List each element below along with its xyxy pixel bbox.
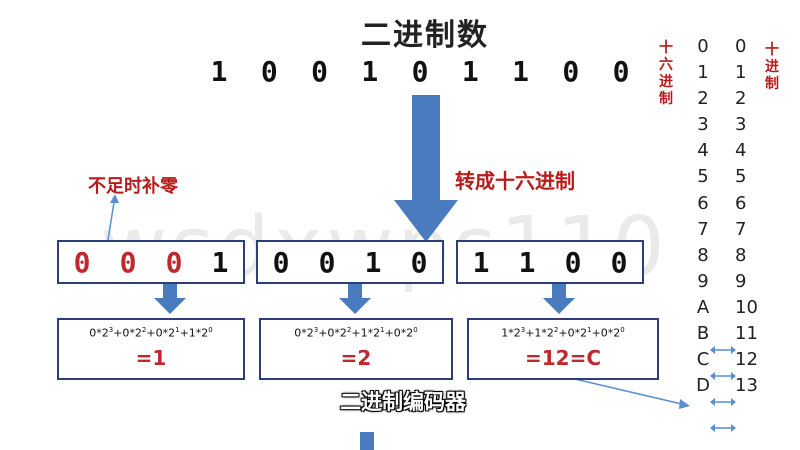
result-box-2: 0*23+0*22+1*21+0*20 =2 bbox=[259, 318, 453, 380]
hex-value: D bbox=[696, 375, 710, 397]
binary-digit: 0 bbox=[311, 55, 328, 88]
binary-digit: 0 bbox=[562, 55, 580, 88]
decimal-value: 3 bbox=[735, 114, 747, 136]
binary-digit: 1 bbox=[210, 55, 228, 88]
nibble-group-3: 1 1 0 0 bbox=[456, 240, 644, 284]
binary-digit: 1 bbox=[512, 55, 529, 88]
group-digit: 0 bbox=[410, 245, 428, 279]
group-digit: 0 bbox=[318, 245, 336, 279]
convert-hex-note: 转成十六进制 bbox=[455, 169, 575, 193]
group-digit: 0 bbox=[564, 245, 582, 279]
decimal-value: 6 bbox=[735, 192, 747, 214]
decimal-value: 0 bbox=[735, 36, 747, 57]
hex-result: =1 bbox=[135, 345, 167, 370]
hex-value: 2 bbox=[697, 88, 709, 110]
double-arrow-icon bbox=[710, 372, 736, 380]
double-arrow-icon bbox=[710, 424, 736, 432]
binary-digit: 0 bbox=[612, 55, 630, 88]
decimal-value: 8 bbox=[735, 244, 747, 266]
double-arrow-icon bbox=[710, 346, 736, 354]
hex-value: 0 bbox=[697, 36, 709, 57]
pad-note-pointer bbox=[106, 195, 116, 247]
binary-digit: 0 bbox=[411, 55, 429, 88]
decimal-value: 13 bbox=[735, 375, 758, 397]
decimal-vertical-label: 十进制 bbox=[765, 42, 779, 92]
group-digit: 0 bbox=[272, 245, 290, 279]
hex-value: B bbox=[696, 323, 710, 345]
decimal-value: 9 bbox=[735, 270, 747, 292]
decimal-column: 0 1 2 3 4 5 6 7 8 9 10 11 12 13 bbox=[735, 34, 765, 399]
hex-value: A bbox=[696, 296, 710, 318]
nibble-group-2: 0 0 1 0 bbox=[256, 240, 444, 284]
result-pointer-head bbox=[679, 399, 690, 409]
decimal-value: 12 bbox=[735, 349, 758, 371]
group-digit: 0 bbox=[610, 245, 628, 279]
group1-down-arrow bbox=[154, 284, 186, 314]
nibble-group-1: 0 0 0 1 bbox=[57, 240, 245, 284]
group-digit: 0 bbox=[165, 245, 183, 279]
group-digit: 1 bbox=[211, 245, 229, 279]
group3-down-arrow bbox=[543, 284, 575, 314]
hex-value: 9 bbox=[697, 270, 709, 292]
decimal-value: 2 bbox=[735, 88, 747, 110]
hex-value: 1 bbox=[697, 62, 709, 84]
big-down-arrow bbox=[394, 95, 458, 242]
binary-digit: 1 bbox=[361, 55, 379, 88]
hex-result: =2 bbox=[340, 345, 372, 370]
binary-digit: 0 bbox=[260, 55, 278, 88]
hex-value: 4 bbox=[697, 140, 709, 162]
hex-vertical-label: 十六进制 bbox=[659, 40, 673, 107]
group2-down-arrow bbox=[339, 284, 371, 314]
group-digit: 0 bbox=[73, 245, 91, 279]
result-pointer-line bbox=[561, 375, 687, 406]
decimal-value: 10 bbox=[735, 296, 758, 318]
result-box-1: 0*23+0*22+0*21+1*20 =1 bbox=[57, 318, 245, 380]
result-box-3: 1*23+1*22+0*21+0*20 =12=C bbox=[467, 318, 659, 380]
hex-value: C bbox=[696, 349, 710, 371]
double-arrow-icon bbox=[710, 398, 736, 406]
group-digit: 1 bbox=[364, 245, 382, 279]
video-subtitle: 二进制编码器 bbox=[340, 390, 466, 414]
pad-note-pointer-head bbox=[110, 194, 119, 203]
weight-formula: 0*23+0*22+1*21+0*20 bbox=[294, 326, 418, 340]
diagram-title: 二进制数 bbox=[361, 18, 489, 53]
weight-formula: 0*23+0*22+0*21+1*20 bbox=[89, 326, 213, 340]
group-digit: 1 bbox=[472, 245, 490, 279]
decimal-value: 7 bbox=[735, 218, 747, 240]
binary-digit: 1 bbox=[461, 55, 479, 88]
hex-value: 7 bbox=[697, 218, 709, 240]
decimal-value: 5 bbox=[735, 166, 747, 188]
group-digit: 0 bbox=[119, 245, 137, 279]
hex-value: 5 bbox=[697, 166, 709, 188]
weight-formula: 1*23+1*22+0*21+0*20 bbox=[501, 326, 625, 340]
hex-value: 8 bbox=[697, 244, 709, 266]
hex-value: 3 bbox=[697, 114, 709, 136]
decimal-value: 11 bbox=[735, 323, 758, 345]
hex-value: 6 bbox=[697, 192, 709, 214]
group-digit: 1 bbox=[518, 245, 536, 279]
decimal-value: 4 bbox=[735, 140, 747, 162]
bottom-arrow-stub bbox=[360, 432, 374, 450]
hex-column: 0 1 2 3 4 5 6 7 8 9 A B C D bbox=[693, 34, 713, 399]
hex-result: =12=C bbox=[524, 345, 602, 370]
decimal-value: 1 bbox=[735, 62, 747, 84]
pad-zero-note: 不足时补零 bbox=[88, 176, 178, 197]
binary-number-row: 1 0 0 1 0 1 1 0 0 bbox=[200, 55, 640, 95]
